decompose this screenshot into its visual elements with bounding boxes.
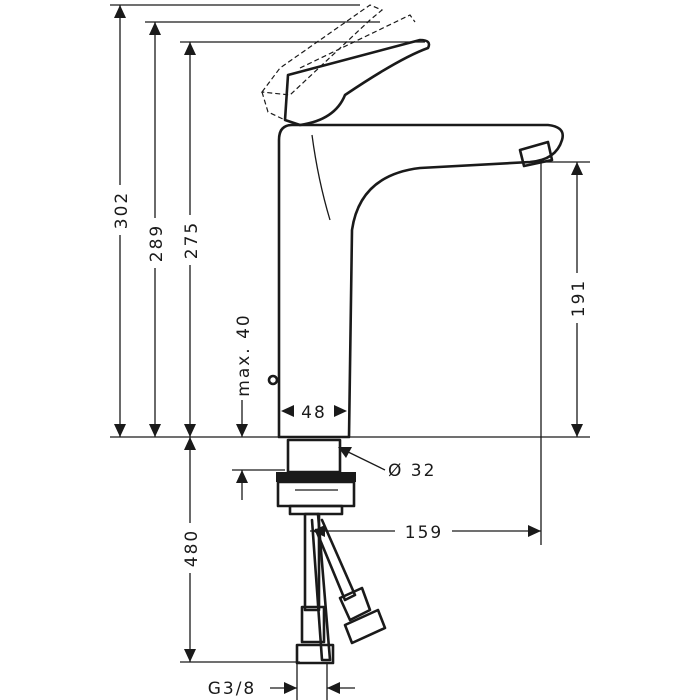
label-diameter-32: Ø 32: [388, 461, 436, 481]
dimension-48: 48: [281, 403, 347, 423]
label-159: 159: [405, 523, 443, 543]
label-191: 191: [569, 279, 589, 317]
svg-text:480: 480: [182, 529, 202, 567]
dimension-275: 275: [180, 41, 425, 437]
dimension-diameter-32: Ø 32: [338, 447, 436, 481]
popup-knob: [267, 374, 279, 386]
faucet-handle: [260, 4, 431, 127]
label-289: 289: [147, 224, 167, 262]
dimension-289: 289: [145, 21, 380, 437]
dimension-480: 480: [180, 437, 300, 663]
faucet-body: [277, 123, 564, 439]
label-48: 48: [301, 403, 327, 423]
label-max-40: max. 40: [234, 313, 254, 396]
dimension-max-40: max. 40: [232, 313, 285, 500]
label-302: 302: [112, 191, 132, 229]
dimension-159: 159: [310, 162, 542, 545]
dimension-191: 191: [530, 161, 590, 437]
label-g3-8: G3/8: [208, 679, 257, 699]
dimension-302: 302: [110, 4, 360, 437]
supply-hoses: [295, 512, 387, 665]
dimension-g3-8: G3/8: [208, 662, 355, 700]
label-275: 275: [182, 221, 202, 259]
